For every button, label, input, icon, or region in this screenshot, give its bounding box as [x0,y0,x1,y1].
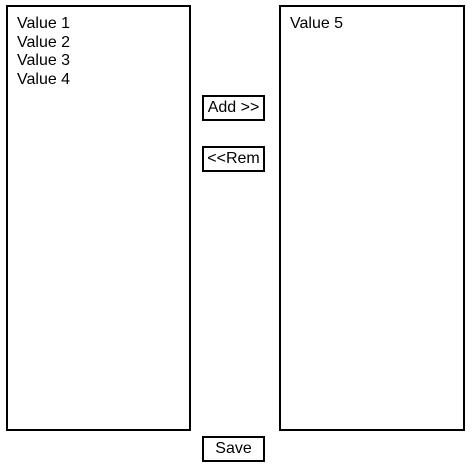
selected-values-list[interactable]: Value 5 [279,5,465,431]
list-item[interactable]: Value 5 [290,15,344,32]
save-button[interactable]: Save [202,436,265,462]
list-item[interactable]: Value 2 [17,33,71,51]
list-item[interactable]: Value 1 [17,15,71,32]
list-item[interactable]: Value 4 [17,70,71,88]
available-values-list[interactable]: Value 1 Value 2 Value 3 Value 4 [6,5,191,431]
list-item[interactable]: Value 3 [17,52,71,69]
add-button[interactable]: Add >> [202,95,265,121]
remove-button[interactable]: <<Rem [202,146,265,172]
